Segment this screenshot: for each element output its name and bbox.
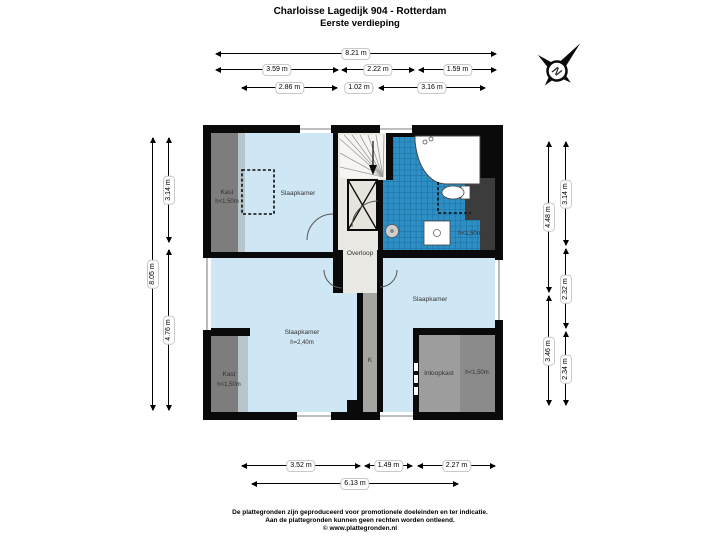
- dim-bottom-seg2: 1.49 m: [364, 459, 413, 472]
- compass-rose: N: [537, 43, 581, 86]
- door-arc-bedroom-right: [379, 269, 398, 288]
- bathtub: [414, 135, 481, 185]
- dim-bottom-seg3: 2.27 m: [417, 459, 496, 472]
- dim-label: 3.14 m: [162, 175, 175, 205]
- bathroom-height-dashed-line: [437, 182, 471, 214]
- dim-label: 4.48 m: [542, 202, 555, 232]
- closet-bottom-left-wall: [203, 328, 250, 336]
- sink: [423, 220, 451, 246]
- dim-left-seg1: 3.14 m: [162, 137, 175, 243]
- dim-label: 3.59 m: [262, 63, 292, 76]
- dim-top-total: 8.21 m: [215, 47, 497, 60]
- closet-bottom-left-strip: [238, 336, 248, 412]
- dim-label: 1.49 m: [373, 459, 404, 472]
- dim-top-seg6: 3.16 m: [378, 81, 486, 94]
- floorplan-drawing: Kast h<1,50m Slaapkamer Overloop h<1,50m…: [203, 125, 503, 420]
- window-bottom-right: [380, 412, 413, 420]
- dim-label: 3.14 m: [559, 178, 572, 209]
- dim-bottom-total: 6.13 m: [251, 477, 459, 490]
- closet-bottom-left-label: Kast: [222, 371, 235, 378]
- dim-label: 1.02 m: [344, 81, 374, 94]
- bedroom-bottom-left-label: Slaapkamer: [285, 329, 321, 336]
- footer-disclaimer: De plattegronden zijn geproduceerd voor …: [0, 509, 720, 533]
- dim-label: 8.21 m: [341, 47, 371, 60]
- compass-hub: [546, 60, 568, 82]
- walk-in-closet-floor-left: [419, 335, 460, 412]
- dim-right-outer-seg1: 3.14 m: [559, 141, 572, 246]
- bedroom-bottom-left-height: h=2,40m: [290, 340, 314, 346]
- dim-label: 2.22 m: [363, 63, 393, 76]
- closet-bottom-left-floor: [211, 336, 238, 412]
- window-left-wall: [203, 258, 211, 330]
- bedroom-top-left-label: Slaapkamer: [281, 190, 317, 197]
- dim-label: 6.13 m: [340, 477, 370, 490]
- duct-label: K: [368, 357, 373, 364]
- dim-label: 8.05 m: [146, 259, 159, 289]
- dim-label: 4.76 m: [162, 315, 175, 345]
- footer-line1: De plattegronden zijn geproduceerd voor …: [232, 509, 488, 516]
- bathroom-height-label: h<1,50m: [458, 231, 482, 237]
- bedroom-top-left-floor: [245, 133, 333, 252]
- stairs-down-arrow: [369, 141, 377, 175]
- landing-label: Overloop: [347, 250, 374, 257]
- walk-in-closet-wall-left: [413, 335, 419, 412]
- closet-top-left-label: Kast: [220, 189, 233, 196]
- closet-top-left-height: h<1,50m: [215, 199, 239, 205]
- dim-label: 3.16 m: [417, 81, 447, 94]
- dim-top-seg3: 1.59 m: [418, 63, 497, 76]
- dim-top-seg2: 2.22 m: [341, 63, 415, 76]
- window-right-wall: [495, 260, 503, 320]
- walk-in-closet-height: h<1,50m: [465, 370, 489, 376]
- door-arc-bathroom: [351, 200, 379, 228]
- walk-in-closet-door-dashes: [414, 363, 418, 395]
- shower-drain: [385, 224, 399, 238]
- dim-right-inner-seg1: 4.48 m: [542, 141, 555, 293]
- window-top-right: [380, 125, 412, 133]
- stairs: [339, 134, 386, 178]
- dim-label: 2.27 m: [441, 459, 472, 472]
- page-title: Charloisse Lagedijk 904 - Rotterdam: [273, 6, 447, 17]
- walk-in-closet-wall-top: [413, 328, 495, 335]
- bedroom-right-corridor-floor: [383, 328, 413, 412]
- door-arc-bedroom-top-left: [306, 213, 334, 241]
- dim-bottom-seg1: 3.52 m: [241, 459, 361, 472]
- dim-label: 2.86 m: [274, 81, 305, 94]
- dim-left-total: 8.05 m: [146, 137, 159, 411]
- dim-label: 1.59 m: [442, 63, 473, 76]
- dim-label: 2.34 m: [559, 353, 572, 384]
- bedroom-right-floor: [383, 258, 495, 328]
- walk-in-closet-label: Inloopkast: [424, 370, 454, 377]
- dim-label: 2.32 m: [559, 273, 572, 304]
- dim-label: 3.46 m: [542, 335, 555, 366]
- toilet: [441, 185, 471, 200]
- bedroom-right-label: Slaapkamer: [413, 296, 449, 303]
- window-bottom-left: [297, 412, 331, 420]
- footer-line2: Aan de plattegronden kunnen geen rechten…: [265, 517, 455, 524]
- page-subtitle: Eerste verdieping: [320, 18, 400, 29]
- walk-in-closet-floor-right: [460, 335, 495, 412]
- dim-top-seg5: 1.02 m: [344, 81, 374, 94]
- door-arc-bedroom-bottom-left: [323, 269, 343, 289]
- dim-label: 3.52 m: [286, 459, 316, 472]
- dim-right-outer-seg2: 2.32 m: [559, 248, 572, 329]
- closet-top-left-floor: [211, 133, 238, 252]
- roof-window-dashed-outline: [241, 169, 275, 215]
- footer-line3: © www.plattegronden.nl: [322, 525, 398, 532]
- dim-top-seg4: 2.86 m: [241, 81, 338, 94]
- vestibule-floor: [343, 250, 377, 293]
- dim-top-seg1: 3.59 m: [215, 63, 339, 76]
- duct-floor: [363, 293, 377, 412]
- attic-low-area-2: [480, 220, 495, 250]
- closet-bottom-left-height: h<1,50m: [217, 382, 241, 388]
- closet-top-left-strip: [238, 133, 245, 252]
- dim-left-seg2: 4.76 m: [162, 249, 175, 411]
- dim-right-outer-seg3: 2.34 m: [559, 331, 572, 406]
- duct-black-block: [347, 400, 361, 412]
- window-top-left: [300, 125, 331, 133]
- dim-right-inner-seg2: 3.46 m: [542, 295, 555, 406]
